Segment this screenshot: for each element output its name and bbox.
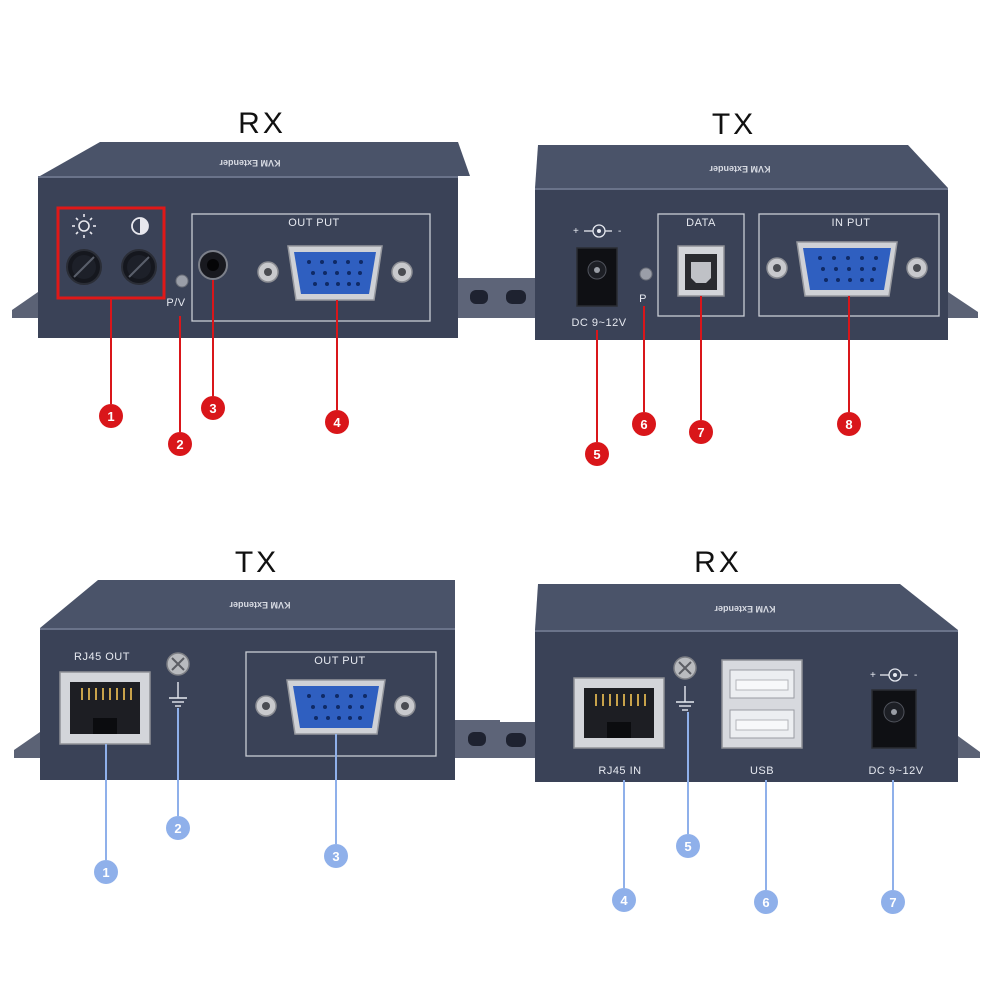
callout-4: 4 bbox=[325, 410, 349, 434]
device-lid bbox=[535, 584, 958, 630]
audio-jack[interactable] bbox=[198, 250, 228, 280]
device-lid bbox=[40, 580, 455, 628]
svg-text:3: 3 bbox=[332, 849, 339, 864]
svg-text:1: 1 bbox=[102, 865, 109, 880]
svg-text:7: 7 bbox=[697, 425, 704, 440]
pv-led bbox=[175, 274, 189, 288]
contrast-icon bbox=[131, 217, 149, 235]
usb-a-ports[interactable] bbox=[721, 659, 803, 749]
callout-5: 5 bbox=[676, 834, 700, 858]
svg-text:+: + bbox=[573, 226, 579, 237]
callout-1: 1 bbox=[94, 860, 118, 884]
svg-text:3: 3 bbox=[209, 401, 216, 416]
callout-6: 6 bbox=[754, 890, 778, 914]
callout-1: 1 bbox=[99, 404, 123, 428]
vga-output-port[interactable] bbox=[257, 245, 413, 301]
rx-top-illustration: RX KVM Extender P/V bbox=[12, 107, 500, 456]
ground-icon bbox=[169, 682, 187, 707]
callout-8: 8 bbox=[837, 412, 861, 436]
output-label: OUT PUT bbox=[288, 217, 340, 229]
mounting-ear-right bbox=[958, 736, 980, 758]
tx-bottom-illustration: TX KVM Extender RJ45 OUT OUT PUT bbox=[14, 546, 500, 884]
output-frame bbox=[245, 651, 437, 757]
tx-top-panel: TX KVM Extender + - DC 9~12V P DATA IN P… bbox=[500, 0, 1000, 500]
p-label: P bbox=[639, 293, 647, 305]
vga-input-port[interactable] bbox=[766, 241, 928, 297]
device-lid bbox=[535, 145, 948, 188]
callout-7: 7 bbox=[881, 890, 905, 914]
dc-label: DC 9~12V bbox=[868, 765, 923, 777]
usb-b-port[interactable] bbox=[677, 245, 725, 297]
rj45-in-port[interactable] bbox=[573, 677, 665, 749]
svg-text:6: 6 bbox=[640, 417, 647, 432]
callout-6: 6 bbox=[632, 412, 656, 436]
mounting-ear-left bbox=[12, 292, 38, 318]
dc-label: DC 9~12V bbox=[571, 317, 626, 329]
rj45-out-port[interactable] bbox=[59, 671, 151, 745]
tx-top-title: TX bbox=[712, 108, 756, 141]
ear-slot bbox=[506, 733, 526, 747]
svg-text:1: 1 bbox=[107, 409, 114, 424]
lid-print: KVM Extender bbox=[714, 604, 776, 614]
svg-text:4: 4 bbox=[333, 415, 341, 430]
svg-text:4: 4 bbox=[620, 893, 628, 908]
callout-3: 3 bbox=[201, 396, 225, 420]
callout-2: 2 bbox=[166, 816, 190, 840]
dc-power-jack[interactable] bbox=[576, 247, 618, 307]
ear-slot bbox=[506, 290, 526, 304]
ground-icon bbox=[676, 686, 694, 711]
mounting-ear-right bbox=[948, 292, 978, 318]
ear-slot bbox=[468, 732, 486, 746]
tx-bottom-panel: TX KVM Extender RJ45 OUT OUT PUT bbox=[0, 500, 500, 1000]
rx-front-face bbox=[38, 176, 458, 338]
svg-text:5: 5 bbox=[684, 839, 691, 854]
contrast-knob[interactable] bbox=[121, 249, 157, 285]
lid-print: KVM Extender bbox=[219, 158, 281, 168]
rj45-out-label: RJ45 OUT bbox=[74, 651, 130, 663]
device-lid bbox=[40, 142, 470, 176]
lid-print: KVM Extender bbox=[709, 164, 771, 174]
callout-7: 7 bbox=[689, 420, 713, 444]
callout-5: 5 bbox=[585, 442, 609, 466]
svg-text:6: 6 bbox=[762, 895, 769, 910]
usb-label: USB bbox=[750, 765, 774, 777]
rx-bottom-panel: RX KVM Extender RJ45 IN USB bbox=[500, 500, 1000, 1000]
svg-text:8: 8 bbox=[845, 417, 852, 432]
lid-print: KVM Extender bbox=[229, 600, 291, 610]
svg-text:-: - bbox=[914, 670, 917, 681]
output-label: OUT PUT bbox=[314, 655, 366, 667]
rx-bottom-title: RX bbox=[694, 546, 742, 579]
svg-text:+: + bbox=[870, 670, 876, 681]
callout-4: 4 bbox=[612, 888, 636, 912]
vga-output-port[interactable] bbox=[255, 679, 416, 735]
output-frame bbox=[191, 213, 431, 322]
input-label: IN PUT bbox=[831, 217, 870, 229]
ground-screw[interactable] bbox=[673, 656, 697, 680]
dc-polarity-icon: + - bbox=[573, 224, 621, 238]
rx-top-title: RX bbox=[238, 107, 286, 140]
svg-text:7: 7 bbox=[889, 895, 896, 910]
rx-top-panel: RX KVM Extender P/V bbox=[0, 0, 500, 500]
svg-text:5: 5 bbox=[593, 447, 600, 462]
tx-top-illustration: TX KVM Extender + - DC 9~12V P DATA IN P… bbox=[500, 108, 978, 466]
svg-text:2: 2 bbox=[174, 821, 181, 836]
brightness-knob[interactable] bbox=[66, 249, 102, 285]
dc-power-jack[interactable] bbox=[871, 689, 917, 749]
data-label: DATA bbox=[686, 217, 716, 229]
svg-text:2: 2 bbox=[176, 437, 183, 452]
rx-bottom-illustration: RX KVM Extender RJ45 IN USB bbox=[500, 546, 980, 914]
power-led bbox=[639, 267, 653, 281]
mounting-ear-left bbox=[14, 732, 40, 758]
ground-screw[interactable] bbox=[166, 652, 190, 676]
brightness-icon bbox=[72, 214, 96, 238]
ear-slot bbox=[470, 290, 488, 304]
dc-polarity-icon: + - bbox=[870, 668, 917, 682]
callout-2: 2 bbox=[168, 432, 192, 456]
callout-3: 3 bbox=[324, 844, 348, 868]
svg-text:-: - bbox=[618, 226, 621, 237]
tx-bottom-title: TX bbox=[235, 546, 279, 579]
rj45-in-label: RJ45 IN bbox=[598, 765, 641, 777]
pv-label: P/V bbox=[166, 297, 185, 309]
